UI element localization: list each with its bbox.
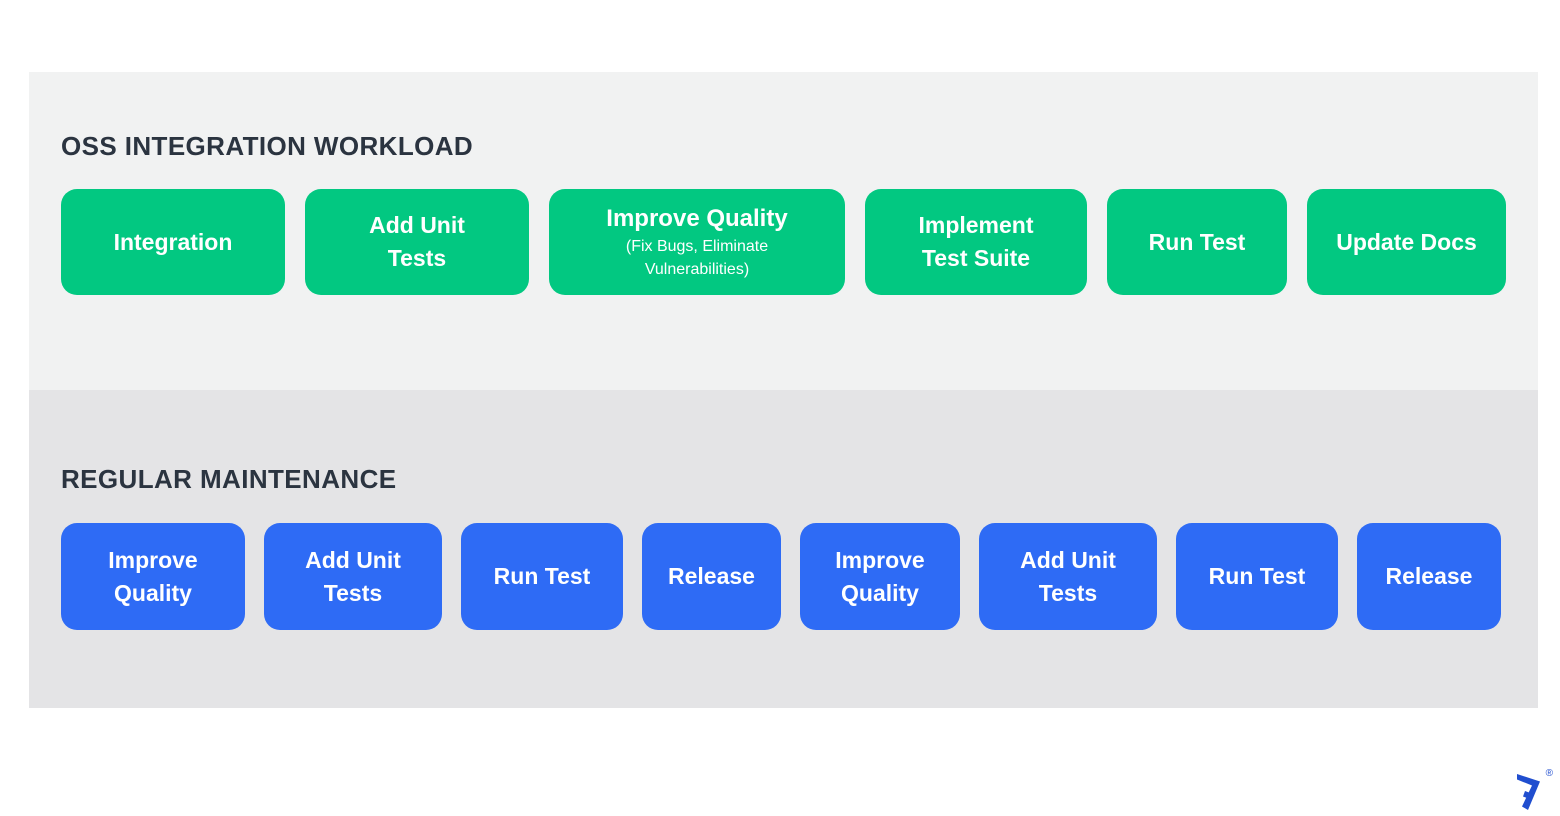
node-update-docs: Update Docs	[1307, 189, 1506, 295]
registered-trademark-icon: ®	[1545, 768, 1553, 779]
node-improve-quality: Improve Quality	[800, 523, 960, 630]
toptal-logo-icon	[1517, 774, 1540, 810]
node-add-unit-tests: Add Unit Tests	[979, 523, 1157, 630]
node-integration: Integration	[61, 189, 285, 295]
node-run-test: Run Test	[1107, 189, 1287, 295]
maintenance-workflow-row: Improve Quality Add Unit Tests Run Test …	[61, 523, 1538, 630]
toptal-logo: ®	[1514, 769, 1554, 813]
node-label: Update Docs	[1336, 228, 1477, 255]
node-sublabel: (Fix Bugs, Eliminate Vulnerabilities)	[625, 237, 769, 278]
node-label: Add Unit Tests	[305, 546, 401, 606]
section-title-oss-integration-workload: OSS INTEGRATION WORKLOAD	[61, 131, 474, 161]
node-improve-quality: Improve Quality (Fix Bugs, Eliminate Vul…	[549, 189, 845, 295]
node-label: Improve Quality	[606, 204, 788, 232]
node-label: Run Test	[493, 563, 591, 589]
node-label: Release	[1385, 563, 1473, 589]
node-label: Add Unit Tests	[1020, 546, 1116, 606]
node-label: Release	[668, 563, 755, 589]
node-add-unit-tests: Add Unit Tests	[264, 523, 442, 630]
node-label: Implement Test Suite	[918, 212, 1034, 271]
oss-workflow-row: Integration Add Unit Tests Improve Quali…	[61, 189, 1538, 295]
section-regular-maintenance: REGULAR MAINTENANCE Improve Quality Add …	[29, 390, 1538, 708]
section-title-regular-maintenance: REGULAR MAINTENANCE	[61, 464, 397, 494]
node-improve-quality: Improve Quality	[61, 523, 245, 630]
node-run-test: Run Test	[461, 523, 623, 630]
section-oss-integration-workload: OSS INTEGRATION WORKLOAD Integration Add…	[29, 72, 1538, 390]
node-label: Improve Quality	[835, 546, 925, 606]
node-label: Run Test	[1208, 563, 1306, 589]
node-add-unit-tests: Add Unit Tests	[305, 189, 529, 295]
node-run-test: Run Test	[1176, 523, 1338, 630]
node-release: Release	[1357, 523, 1501, 630]
node-label: Run Test	[1148, 228, 1246, 255]
node-release: Release	[642, 523, 781, 630]
node-label: Add Unit Tests	[369, 212, 465, 271]
node-label: Improve Quality	[108, 546, 198, 606]
node-label: Integration	[113, 228, 233, 255]
node-implement-test-suite: Implement Test Suite	[865, 189, 1087, 295]
